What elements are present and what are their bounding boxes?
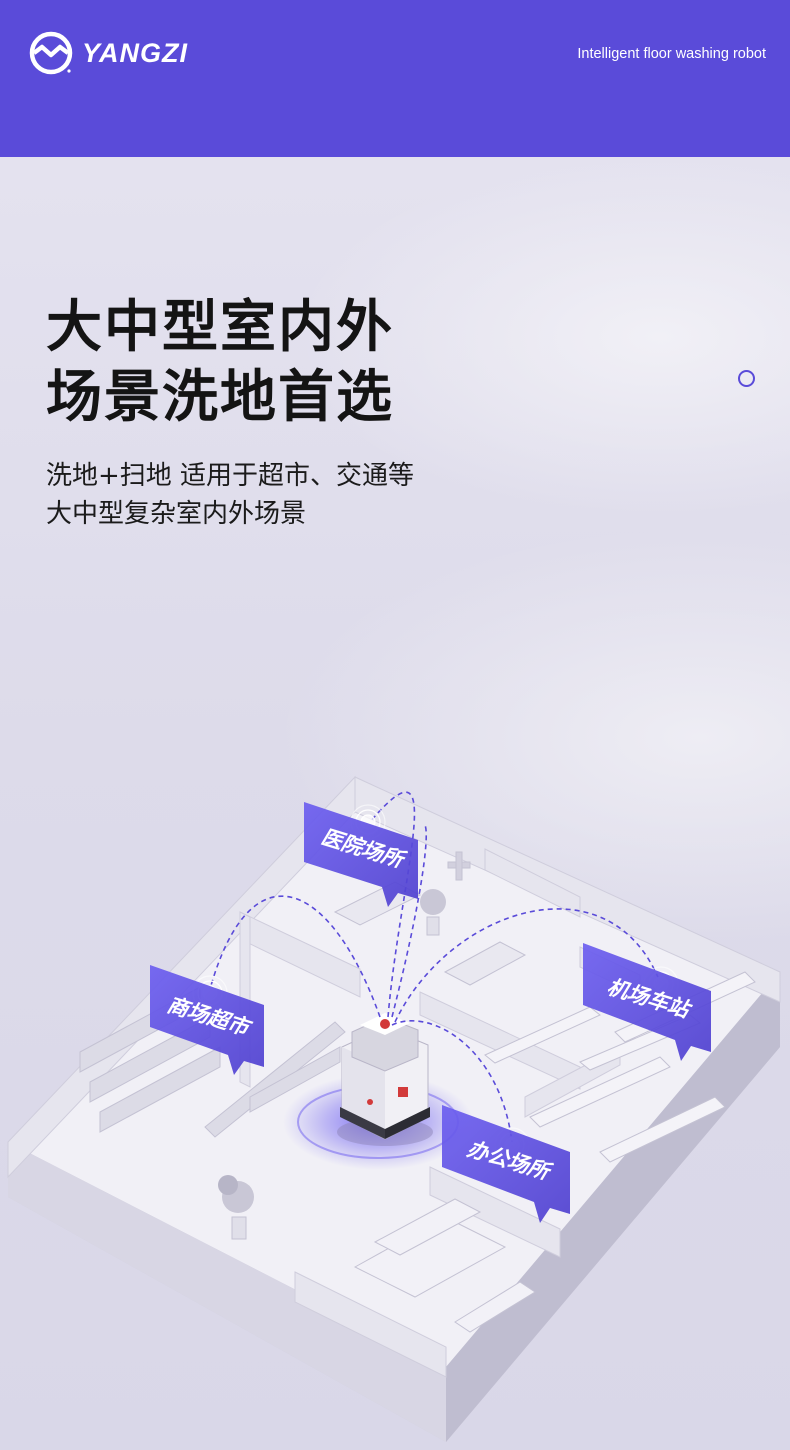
brand-logo[interactable]: YANGZI: [28, 30, 188, 76]
page-title: 大中型室内外 场景洗地首选: [46, 293, 394, 433]
office-desks: [353, 1198, 536, 1333]
header-bar: YANGZI Intelligent floor washing robot: [0, 0, 790, 157]
subtitle-line-1: 洗地+扫地 适用于超市、交通等: [46, 461, 415, 491]
yangzi-logo-icon: [29, 31, 73, 75]
plant-icon: [218, 889, 446, 1240]
header-tagline: Intelligent floor washing robot: [577, 46, 766, 62]
title-line-2: 场景洗地首选: [46, 365, 394, 430]
tag-supermarket[interactable]: 商场超市: [150, 965, 264, 1075]
floor-washing-robot: [337, 1013, 433, 1146]
tag-hospital[interactable]: 医院场所: [304, 802, 418, 907]
title-line-1: 大中型室内外: [46, 295, 394, 360]
page-subtitle: 洗地+扫地 适用于超市、交通等 大中型复杂室内外场景: [46, 457, 414, 533]
brand-name: YANGZI: [82, 37, 188, 68]
route-paths: [209, 791, 661, 1143]
floor-plan-illustration: 医院场所 商场超市 机场车站 办公场所: [7, 775, 781, 1442]
tag-office[interactable]: 办公场所: [442, 1105, 570, 1223]
decorative-ring-icon: [738, 370, 755, 387]
subtitle-line-2: 大中型复杂室内外场景: [46, 499, 307, 529]
tag-airport[interactable]: 机场车站: [583, 943, 711, 1061]
hero-section: 大中型室内外 场景洗地首选 洗地+扫地 适用于超市、交通等 大中型复杂室内外场景: [0, 157, 790, 1450]
